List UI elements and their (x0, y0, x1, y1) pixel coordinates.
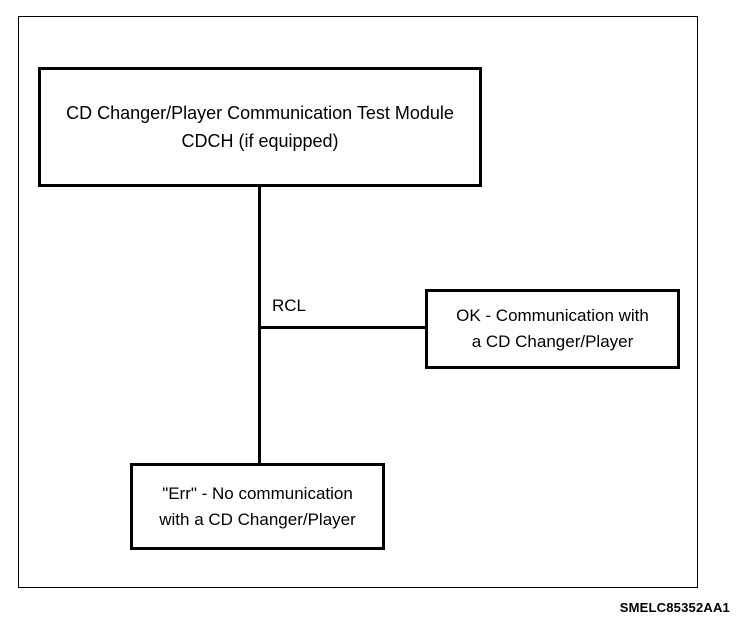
rcl-branch-line (258, 326, 428, 329)
ok-result-line-2: a CD Changer/Player (471, 332, 634, 351)
diagram-frame (18, 16, 698, 588)
figure-id: SMELC85352AA1 (619, 600, 730, 615)
err-result-line-1: "Err" - No communication (162, 483, 353, 503)
test-module-code: CDCH (if equipped) (181, 131, 339, 151)
test-module-title: CD Changer/Player Communication Test Mod… (66, 103, 454, 123)
err-result-box: "Err" - No communication with a CD Chang… (130, 463, 385, 550)
test-module-box: CD Changer/Player Communication Test Mod… (38, 67, 482, 187)
ok-result-line-1: OK - Communication with (456, 306, 649, 325)
ok-result-box: OK - Communication with a CD Changer/Pla… (425, 289, 680, 369)
err-result-line-2: with a CD Changer/Player (159, 509, 356, 529)
rcl-label: RCL (272, 296, 307, 315)
